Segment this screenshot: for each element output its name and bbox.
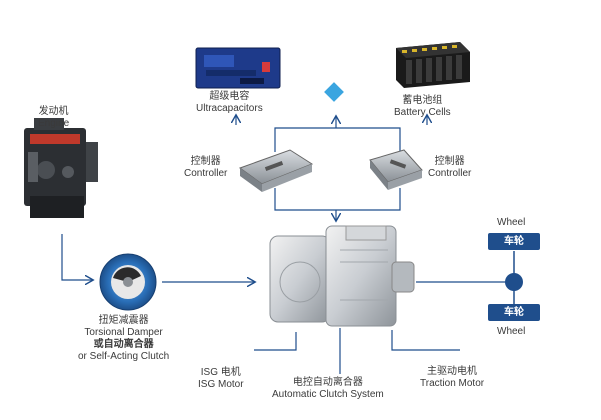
controller-right-label-cn: 控制器 bbox=[434, 156, 465, 167]
clutch-system-label: 电控自动离合器 Automatic Clutch System bbox=[272, 377, 384, 401]
wheel-top-pill: 车轮 bbox=[488, 233, 540, 250]
engine-label: 发动机 Engine bbox=[38, 106, 69, 130]
self-acting-clutch-label-cn: 或自动离合器 bbox=[93, 339, 154, 350]
motor-assembly-image bbox=[269, 225, 415, 327]
callout-lines bbox=[254, 328, 460, 374]
energy-bus-lines bbox=[236, 116, 427, 220]
engine-label-en: Engine bbox=[38, 118, 70, 129]
engine-image bbox=[24, 118, 98, 218]
controller-left-label-en: Controller bbox=[184, 168, 228, 179]
isg-motor-label-en: ISG Motor bbox=[198, 379, 244, 390]
engine-to-damper-arrow bbox=[61, 234, 92, 280]
battery-pack-image bbox=[396, 42, 470, 88]
torsional-damper-image bbox=[99, 253, 157, 311]
battery-label-cn: 蓄电池组 bbox=[402, 95, 443, 106]
ultracapacitor-image bbox=[195, 47, 281, 89]
wheel-top-label: Wheel bbox=[497, 217, 526, 228]
clutch-system-label-en: Automatic Clutch System bbox=[272, 389, 384, 400]
controller-right-label-en: Controller bbox=[428, 168, 472, 179]
wheel-bottom-pill: 车轮 bbox=[488, 304, 540, 321]
isg-motor-label: ISG 电机 ISG Motor bbox=[198, 367, 244, 391]
ultracapacitor-label: 超级电容 Ultracapacitors bbox=[196, 91, 263, 115]
torsional-damper-label: 扭矩减震器 Torsional Damper 或自动离合器 or Self-Ac… bbox=[78, 315, 169, 363]
wheel-axle bbox=[505, 251, 523, 304]
battery-label-en: Battery Cells bbox=[394, 107, 451, 118]
ultracapacitor-label-cn: 超级电容 bbox=[209, 91, 250, 102]
traction-motor-label-en: Traction Motor bbox=[420, 378, 485, 389]
isg-motor-label-cn: ISG 电机 bbox=[200, 367, 241, 378]
controller-left-label-cn: 控制器 bbox=[190, 156, 221, 167]
wheel-bottom-label: Wheel bbox=[497, 326, 526, 337]
battery-label: 蓄电池组 Battery Cells bbox=[394, 95, 451, 119]
traction-motor-label: 主驱动电机 Traction Motor bbox=[420, 366, 484, 390]
diamond-marker bbox=[324, 82, 344, 102]
ultracapacitor-label-en: Ultracapacitors bbox=[196, 103, 263, 114]
self-acting-clutch-label-en: or Self-Acting Clutch bbox=[78, 351, 170, 362]
controller-left-label: 控制器 Controller bbox=[184, 156, 227, 180]
traction-motor-label-cn: 主驱动电机 bbox=[427, 366, 478, 377]
controller-right-image bbox=[369, 149, 423, 190]
engine-label-cn: 发动机 bbox=[38, 106, 69, 117]
torsional-damper-label-cn: 扭矩减震器 bbox=[98, 315, 149, 326]
clutch-system-label-cn: 电控自动离合器 bbox=[292, 377, 363, 388]
controller-left-image bbox=[238, 149, 314, 192]
controller-right-label: 控制器 Controller bbox=[428, 156, 471, 180]
torsional-damper-label-en: Torsional Damper bbox=[84, 327, 163, 338]
